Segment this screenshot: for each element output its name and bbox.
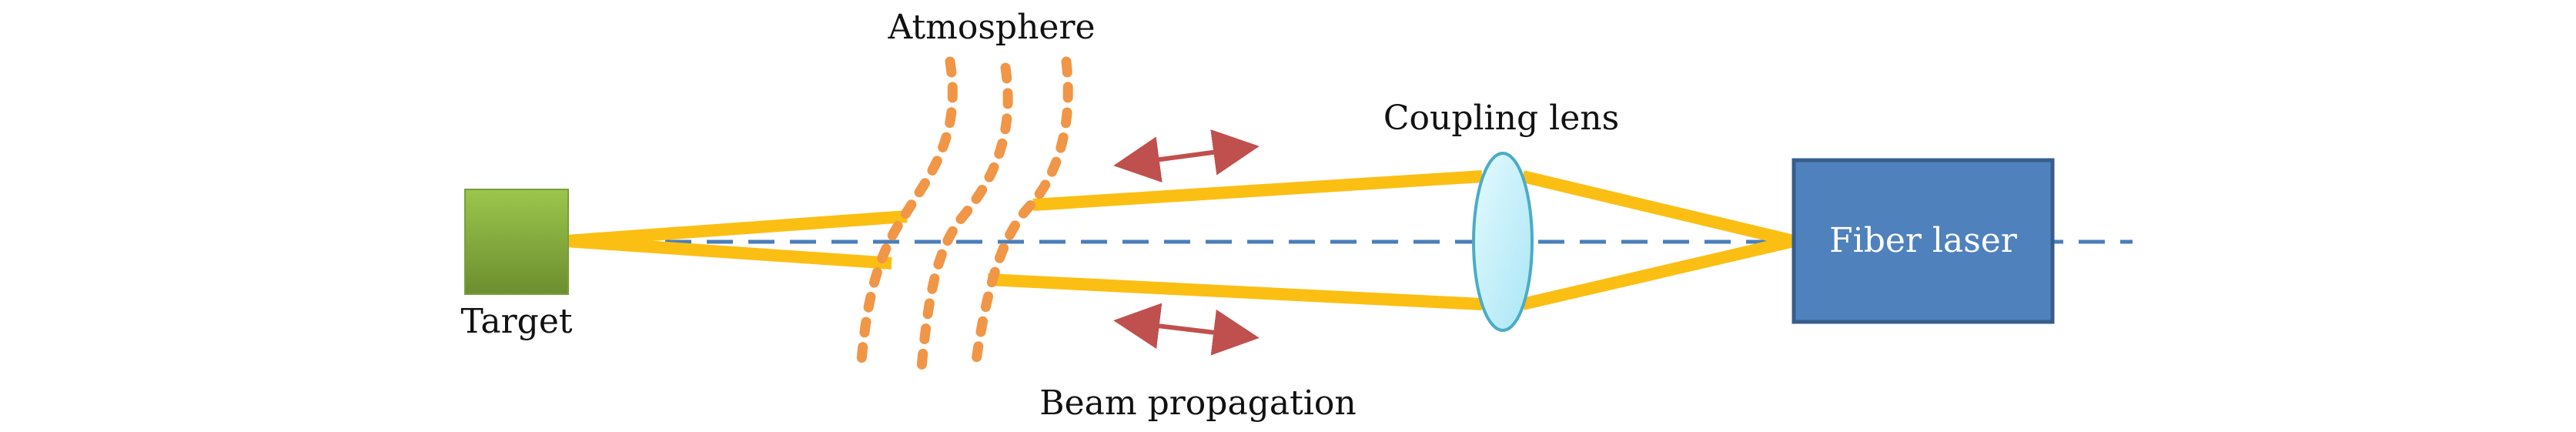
atmosphere-line-3	[969, 56, 1073, 377]
upper-double-arrow-icon	[1113, 129, 1260, 183]
beam-propagation-label: Beam propagation	[1039, 383, 1356, 423]
target-label: Target	[460, 302, 572, 341]
lower-double-arrow-icon	[1113, 303, 1260, 356]
fiber-laser-box	[1791, 158, 2055, 324]
beam-lower-left-segment	[565, 235, 892, 270]
coupling-lens-label: Coupling lens	[1383, 99, 1619, 138]
fiber-laser-label: Fiber laser	[1829, 221, 2018, 260]
atmosphere-line-1	[855, 56, 958, 375]
beam-upper-right-segment	[1521, 170, 1795, 247]
beam-upper-left-segment	[565, 210, 908, 247]
beam-upper-middle-segment	[1032, 170, 1483, 211]
target-icon	[464, 189, 569, 295]
beam-lower-middle-segment	[987, 273, 1483, 310]
beam-lower-right-segment	[1521, 235, 1795, 310]
beam	[565, 170, 1795, 310]
atmosphere-line-2	[915, 62, 1013, 381]
atmosphere-label: Atmosphere	[887, 8, 1095, 47]
atmosphere-turbulence-icon	[855, 56, 1073, 381]
coupling-lens-icon	[1472, 152, 1534, 332]
